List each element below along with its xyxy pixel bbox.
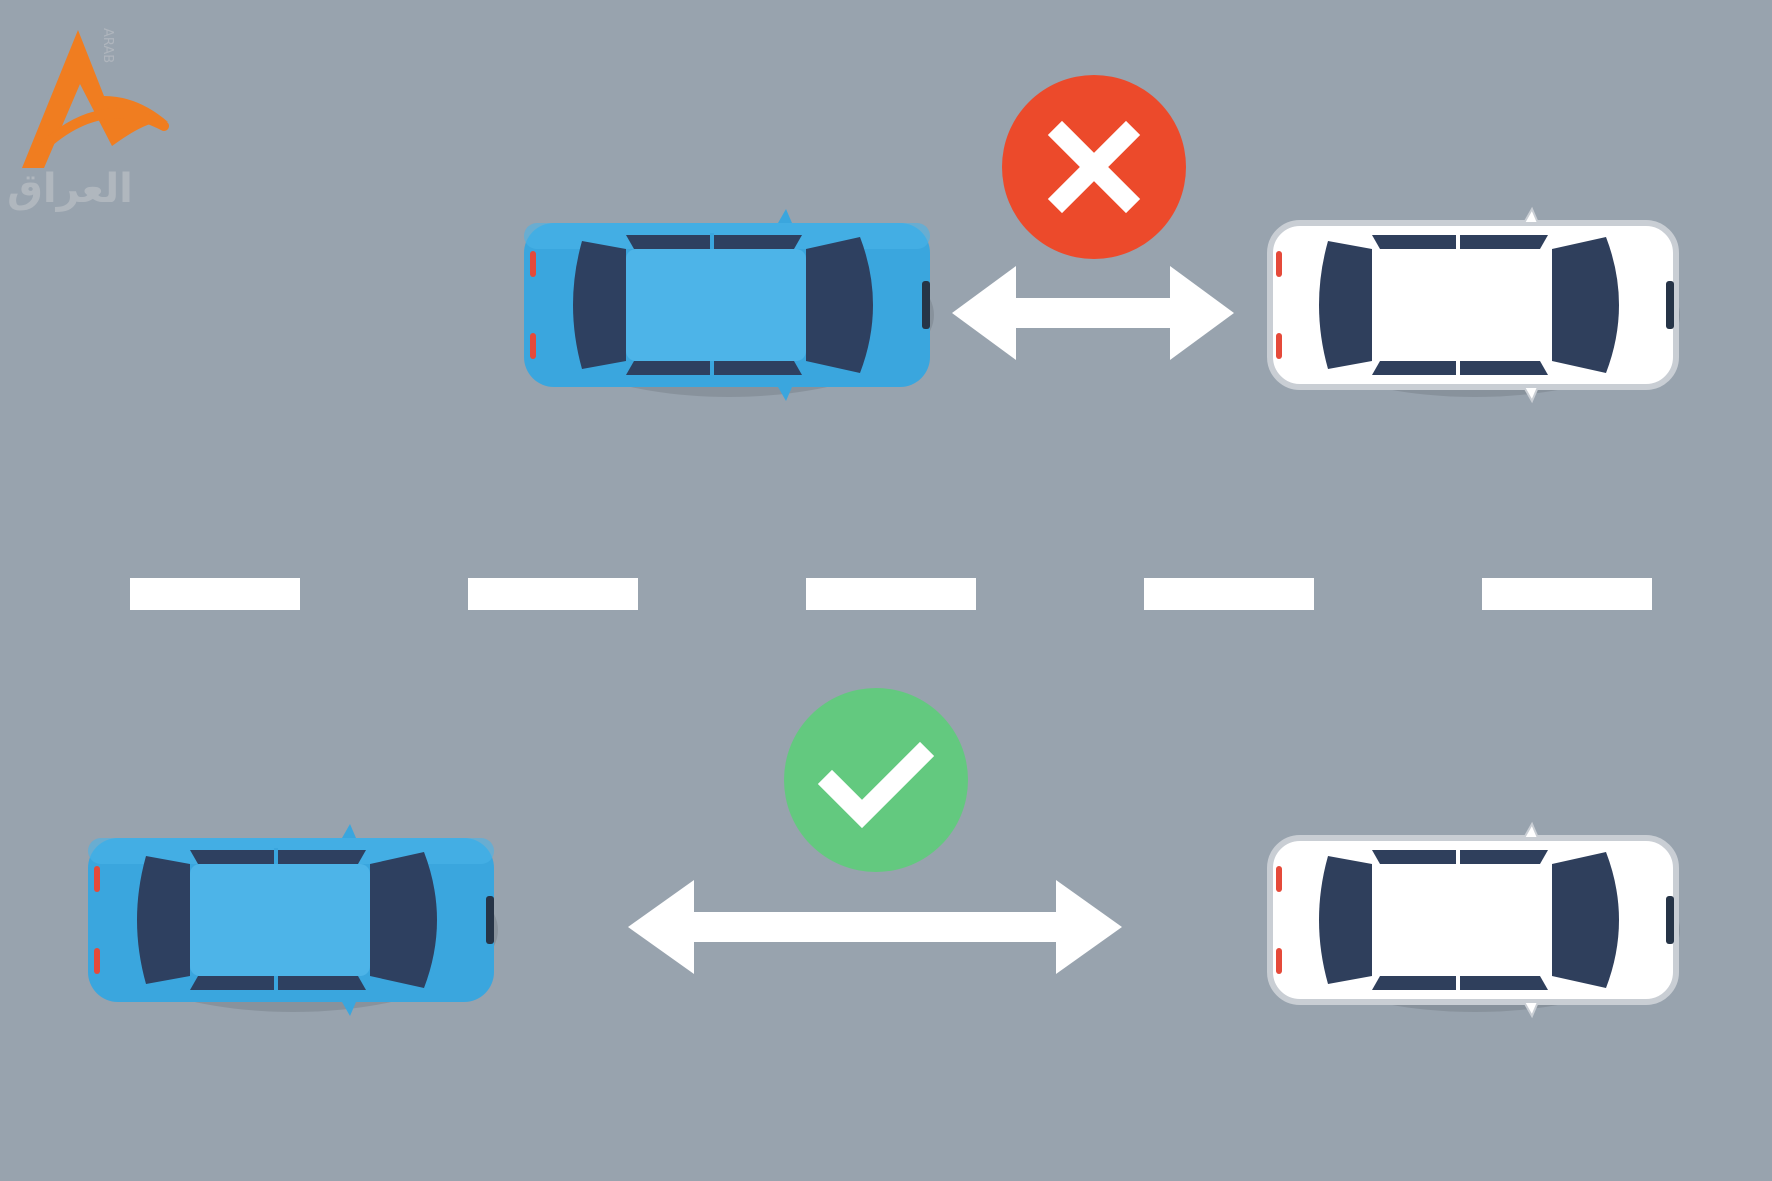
double-arrow-long-icon (628, 880, 1122, 974)
logo-vertical-text: ARAB (100, 28, 115, 63)
lane-divider (130, 578, 1652, 610)
double-arrow-short-icon (952, 266, 1234, 360)
scenario-too-close (522, 75, 1680, 403)
blue-car-top (522, 207, 936, 403)
check-icon (784, 688, 968, 872)
white-car-bottom (1270, 824, 1680, 1016)
cross-icon (1002, 75, 1186, 259)
blue-car-bottom (86, 822, 500, 1018)
white-car-top (1270, 209, 1680, 401)
scenario-safe-distance (86, 688, 1680, 1018)
logo-text: العراق (7, 166, 133, 212)
brand-logo: العراق ARAB (7, 28, 169, 212)
